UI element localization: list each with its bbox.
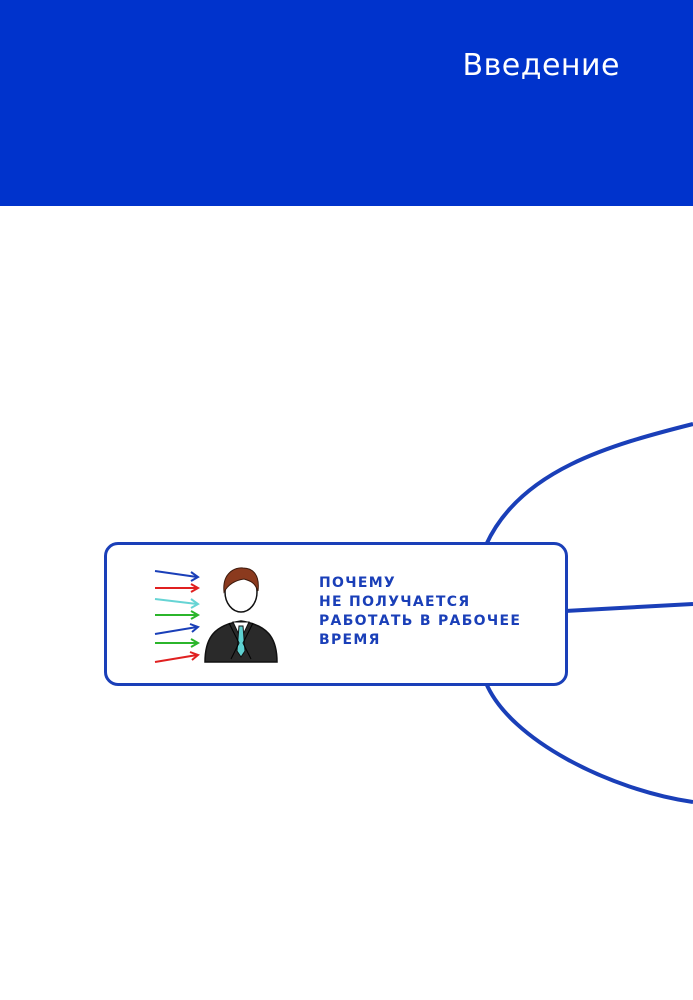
topic-label-line: ПОЧЕМУ [319, 575, 397, 591]
header-band: Введение [0, 0, 693, 206]
topic-node: ПОЧЕМУ НЕ ПОЛУЧАЕТСЯ РАБОТАТЬ В РАБОЧЕЕ … [104, 542, 568, 686]
topic-label-line: НЕ ПОЛУЧАЕТСЯ [319, 594, 471, 610]
incoming-arrows-icon [154, 570, 201, 663]
branch-line-middle [564, 602, 693, 613]
person-figure [204, 567, 278, 663]
page-title: Введение [462, 48, 620, 83]
topic-label-line: РАБОТАТЬ В РАБОЧЕЕ [319, 613, 522, 629]
businessman-icon [154, 567, 278, 663]
branch-line-lower [484, 682, 693, 804]
topic-label: ПОЧЕМУ НЕ ПОЛУЧАЕТСЯ РАБОТАТЬ В РАБОЧЕЕ … [319, 574, 559, 650]
topic-label-line: ВРЕМЯ [319, 632, 381, 648]
branch-line-upper [484, 422, 693, 546]
